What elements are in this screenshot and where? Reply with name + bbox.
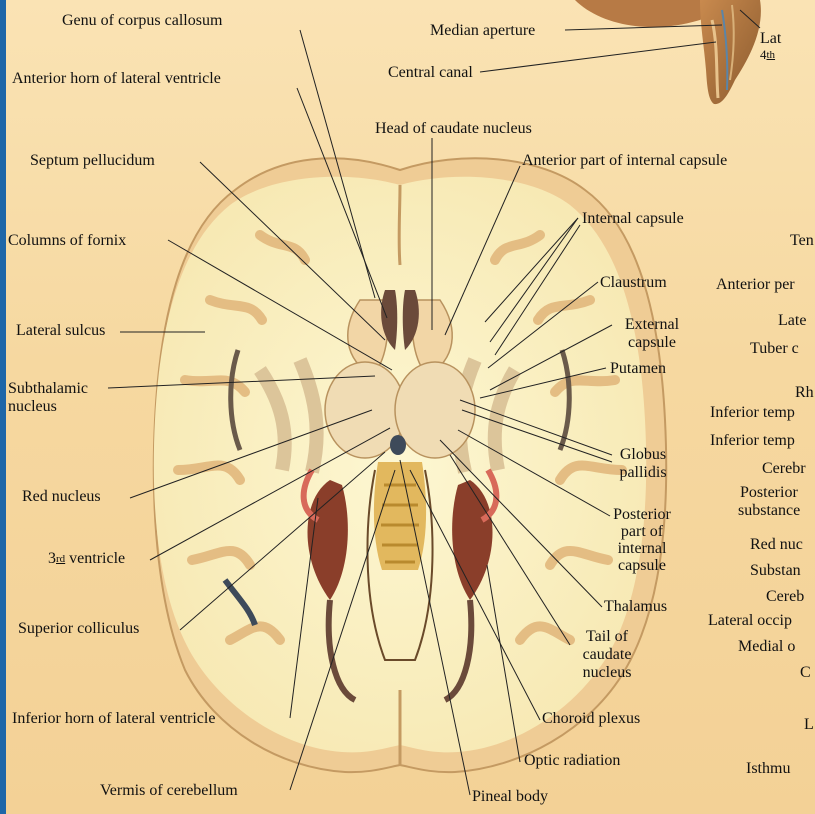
label-lateral-sulcus: Lateral sulcus [16,322,105,340]
label-thalamus: Thalamus [604,598,667,616]
partial-label: Substan [750,562,801,580]
partial-label: substance [738,502,800,520]
label-genu-corpus-callosum: Genu of corpus callosum [62,12,222,30]
label-fourth-partial: 4th [760,46,775,64]
label-vermis-cerebellum: Vermis of cerebellum [100,782,238,800]
partial-label: L [804,716,814,734]
partial-label: Isthmu [746,760,790,778]
label-internal-capsule: Internal capsule [582,210,684,228]
label-anterior-horn: Anterior horn of lateral ventricle [12,70,221,88]
partial-label: Posterior [740,484,798,502]
label-superior-colliculus: Superior colliculus [18,620,139,638]
partial-label: Inferior temp [710,432,795,450]
label-claustrum: Claustrum [600,274,667,292]
label-median-aperture: Median aperture [430,22,535,40]
label-choroid-plexus: Choroid plexus [542,710,640,728]
label-third-ventricle: 3rd ventricle [48,550,125,568]
label-inferior-horn: Inferior horn of lateral ventricle [12,710,215,728]
label-pineal-body: Pineal body [472,788,548,806]
partial-label: Rh [795,384,814,402]
label-red-nucleus: Red nucleus [22,488,101,506]
partial-label: Anterior per [716,276,795,294]
partial-label: Cerebr [762,460,806,478]
label-septum-pellucidum: Septum pellucidum [30,152,155,170]
label-optic-radiation: Optic radiation [524,752,620,770]
partial-label: Red nuc [750,536,803,554]
brainstem-specimen [575,0,761,104]
label-anterior-internal-capsule: Anterior part of internal capsule [522,152,727,170]
partial-label: Inferior temp [710,404,795,422]
partial-label: Tuber c [750,340,799,358]
partial-label: Medial o [738,638,795,656]
partial-label: Lateral occip [708,612,792,630]
label-putamen: Putamen [610,360,666,378]
partial-label: C [800,664,811,682]
label-head-caudate: Head of caudate nucleus [375,120,532,138]
partial-label: Cereb [766,588,804,606]
partial-label: Ten [790,232,814,250]
label-central-canal: Central canal [388,64,473,82]
partial-label: Late [778,312,806,330]
label-columns-fornix: Columns of fornix [8,232,126,250]
